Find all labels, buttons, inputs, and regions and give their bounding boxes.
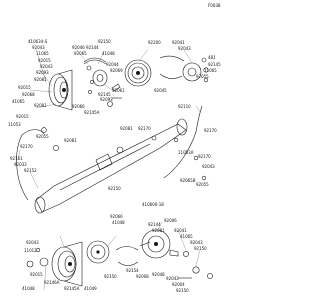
right-upper-brake-drum bbox=[124, 59, 152, 87]
part-label: 92154 bbox=[126, 268, 139, 273]
brake-cable-right bbox=[163, 105, 203, 179]
leader-lines bbox=[17, 48, 201, 291]
part-label: 11065 bbox=[204, 68, 217, 73]
part-label: 92144 bbox=[86, 45, 99, 50]
part-label: 92081 bbox=[34, 77, 47, 82]
left-upper-brake-drum bbox=[48, 69, 73, 111]
part-label: 92081 bbox=[120, 126, 133, 131]
part-label: 92015 bbox=[18, 85, 31, 90]
part-label: 92015 bbox=[30, 272, 43, 277]
part-labels: F0038 410634-S 92043 11065 92015 92043 9… bbox=[8, 3, 221, 293]
part-label: 92150 bbox=[104, 274, 117, 279]
housing-cap-bolts bbox=[41, 127, 207, 181]
part-label: 92144 bbox=[148, 222, 161, 227]
exploded-view: F0038 410634-S 92043 11065 92015 92043 9… bbox=[8, 3, 221, 293]
part-label: 92055 bbox=[196, 182, 209, 187]
part-label: 92041 bbox=[172, 40, 185, 45]
part-label: 92015 bbox=[16, 114, 29, 119]
part-label: 481 bbox=[208, 55, 216, 60]
part-label: 92008 bbox=[136, 274, 149, 279]
part-label: 92061 bbox=[112, 88, 125, 93]
part-label: 92043 bbox=[32, 45, 45, 50]
part-label: 11065 bbox=[36, 51, 49, 56]
part-label: 92170 bbox=[20, 144, 33, 149]
part-label: 41065 bbox=[180, 234, 193, 239]
part-label: 92043 bbox=[190, 240, 203, 245]
part-label: 92161 bbox=[10, 156, 23, 161]
part-label: 92044 bbox=[106, 62, 119, 67]
part-label: 92055 bbox=[36, 134, 49, 139]
left-lower-brake-disc bbox=[86, 240, 110, 264]
part-label: 41048 bbox=[22, 286, 35, 291]
part-label: 11012 bbox=[24, 248, 37, 253]
part-label: 92068 bbox=[22, 92, 35, 97]
part-label: 41049 bbox=[84, 286, 97, 291]
part-label: 41048 bbox=[112, 220, 125, 225]
part-label: 92200 bbox=[148, 40, 161, 45]
brake-cable-left bbox=[16, 129, 45, 201]
part-label: 92015 bbox=[38, 58, 51, 63]
part-label: 92170 bbox=[138, 126, 151, 131]
left-lower-hub bbox=[26, 247, 49, 268]
part-label: 92170 bbox=[198, 154, 211, 159]
part-label: 92093 bbox=[36, 70, 49, 75]
part-label: 92150 bbox=[194, 246, 207, 251]
part-label: 92145 bbox=[98, 92, 111, 97]
part-label: 92146A bbox=[44, 280, 60, 285]
part-label: 92110 bbox=[178, 104, 191, 109]
part-label: 92069 bbox=[110, 68, 123, 73]
part-label: 92043 bbox=[178, 46, 191, 51]
part-label: 92081 bbox=[64, 138, 77, 143]
part-label: 410600-18 bbox=[142, 202, 164, 207]
part-label: 92152 bbox=[24, 168, 37, 173]
part-label: 92093 bbox=[100, 97, 113, 102]
part-label: 41065 bbox=[12, 99, 25, 104]
right-lower-brake-panel bbox=[141, 229, 179, 259]
part-label: 92048 bbox=[152, 272, 165, 277]
part-label: 92081 bbox=[34, 103, 47, 108]
part-label: 92043 bbox=[26, 240, 39, 245]
part-label: 92066 bbox=[72, 104, 85, 109]
left-brake-shoe-upper bbox=[83, 57, 107, 71]
right-lower-brake-shoes bbox=[115, 241, 151, 266]
part-label: 11053A bbox=[178, 150, 194, 155]
part-label: 92081 bbox=[152, 228, 165, 233]
corner-label: F0038 bbox=[208, 3, 221, 8]
part-label: 92043 bbox=[202, 164, 215, 169]
part-label: 41048 bbox=[102, 51, 115, 56]
right-lower-fasteners bbox=[178, 251, 213, 279]
part-label: 92150 bbox=[176, 288, 189, 293]
part-label: 92150 bbox=[108, 186, 121, 191]
part-label: 92145 bbox=[208, 62, 221, 67]
part-label: 92043 bbox=[40, 64, 53, 69]
axle-housing bbox=[34, 118, 188, 214]
part-label: 92055 bbox=[196, 74, 209, 79]
part-label: 92065 bbox=[74, 51, 87, 56]
part-label: 92145A bbox=[84, 110, 100, 115]
part-label: 92066 bbox=[110, 214, 123, 219]
part-label: 92145A bbox=[64, 286, 80, 291]
part-label: 92006 bbox=[164, 218, 177, 223]
part-label: 92170 bbox=[204, 128, 217, 133]
part-label: 92043 bbox=[166, 276, 179, 281]
part-label: 92065B bbox=[180, 178, 196, 183]
part-label: 11053 bbox=[8, 122, 21, 127]
parts-diagram: F0038 410634-S 92043 11065 92015 92043 9… bbox=[8, 3, 221, 293]
part-label: 92046 bbox=[72, 45, 85, 50]
part-label: 92004 bbox=[172, 282, 185, 287]
part-label: 410634-S bbox=[28, 39, 48, 44]
left-brake-panel bbox=[88, 69, 108, 94]
part-label: 92033 bbox=[14, 162, 27, 167]
part-label: 92041 bbox=[174, 228, 187, 233]
part-label: 92045 bbox=[154, 88, 167, 93]
right-brake-shoe-upper bbox=[159, 55, 185, 79]
left-cam-lever bbox=[107, 83, 122, 107]
part-label: 92150 bbox=[98, 39, 111, 44]
